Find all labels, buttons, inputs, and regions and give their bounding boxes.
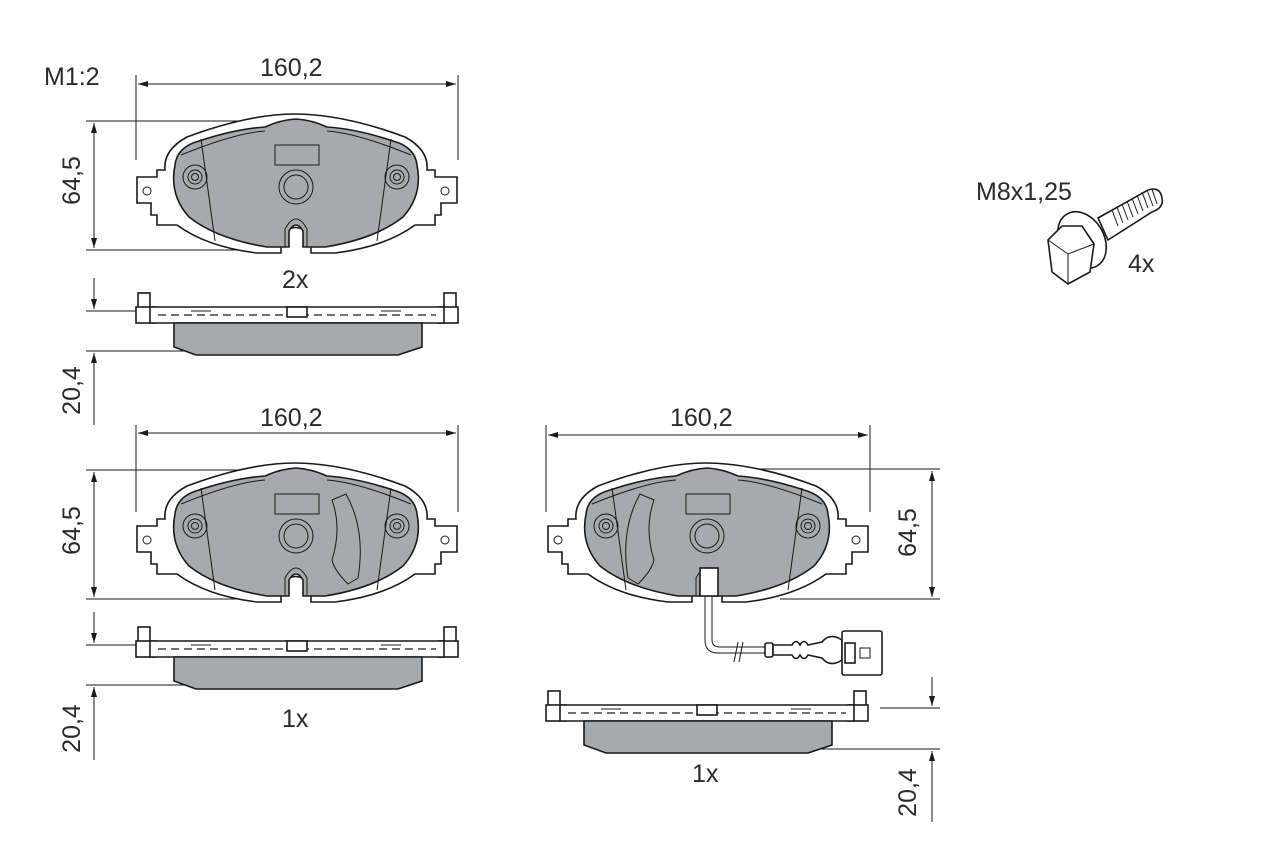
pad-3-height-label: 64,5 — [893, 508, 922, 557]
pad-1-height-label: 64,5 — [57, 156, 86, 205]
sensor-wire — [699, 567, 883, 676]
pad-3-quantity-label: 1x — [692, 760, 719, 788]
bolt-illustration — [1047, 188, 1164, 285]
pad-3-thickness-label: 20,4 — [893, 768, 922, 817]
pad-3-front-view — [545, 425, 940, 603]
pad-2-height-label: 64,5 — [57, 506, 86, 555]
pad-2-side-view — [86, 612, 459, 760]
bolt-spec-label: M8x1,25 — [976, 178, 1072, 206]
scale-label: M1:2 — [44, 63, 100, 91]
pad-2-width-label: 160,2 — [260, 404, 323, 432]
pad-2-front-view — [86, 425, 459, 603]
pad-2-quantity-label: 1x — [282, 705, 309, 733]
bolt-quantity-label: 4x — [1128, 250, 1155, 278]
pad-2-thickness-label: 20,4 — [57, 704, 86, 753]
pad-1-front-view — [86, 75, 459, 254]
pad-1-quantity-label: 2x — [282, 266, 309, 294]
pad-3-side-view — [545, 677, 940, 822]
pad-1-width-label: 160,2 — [260, 54, 323, 82]
pad-1-side-view — [86, 278, 459, 425]
pad-3-width-label: 160,2 — [670, 404, 733, 432]
pad-1-thickness-label: 20,4 — [57, 366, 86, 415]
